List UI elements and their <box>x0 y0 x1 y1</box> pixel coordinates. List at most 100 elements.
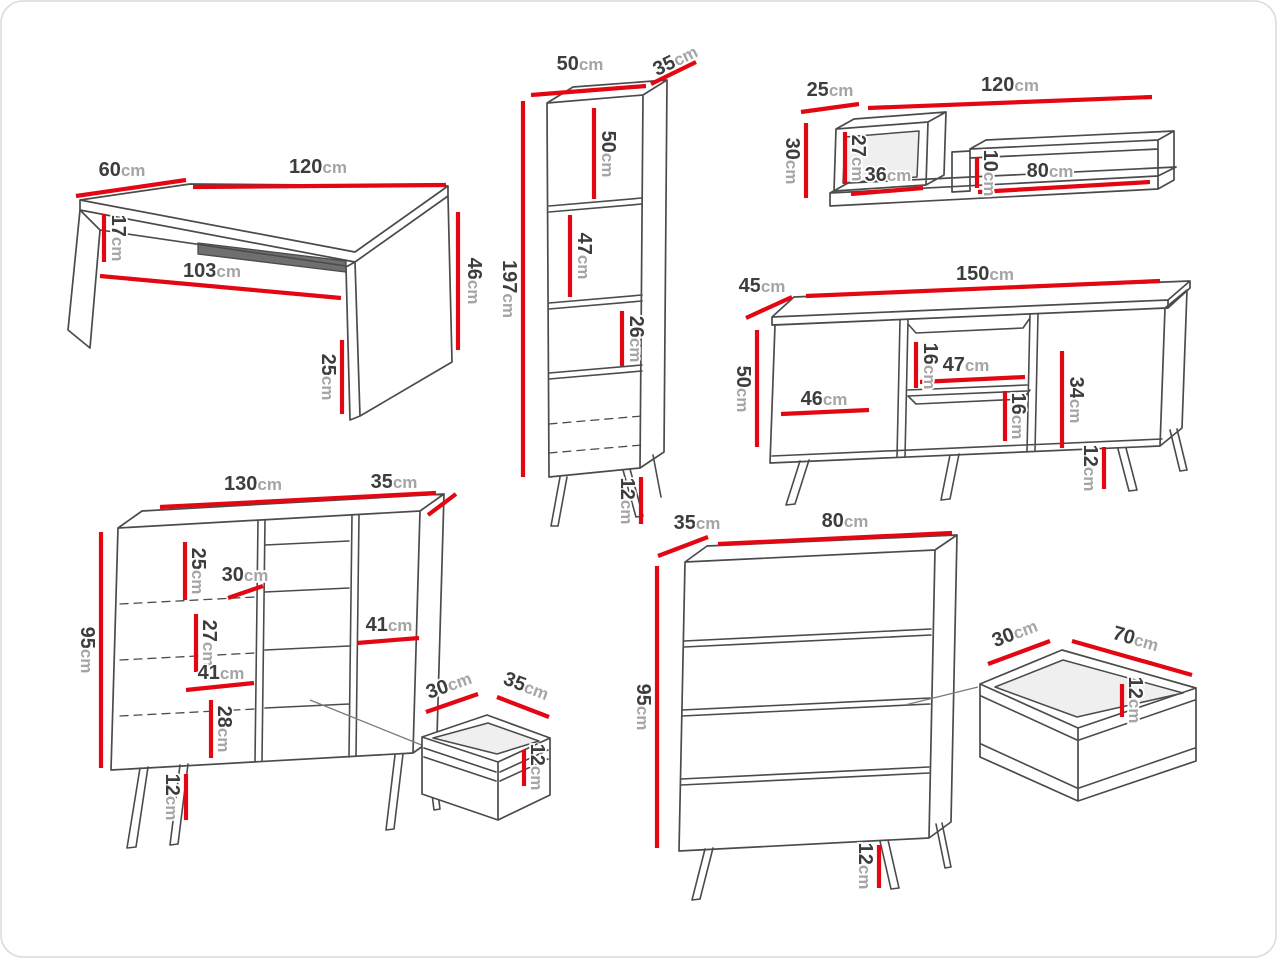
dim-unit: cm <box>244 566 269 585</box>
dim-value: 12 <box>526 744 548 766</box>
dim-value: 130 <box>224 473 257 495</box>
sideboard-drawer-callout-line <box>309 699 425 747</box>
dim-value: 197 <box>498 260 520 293</box>
desk-dim-side-height: 46cm <box>463 258 485 305</box>
sideboard: 130cm 35cm 25cm 30cm 27cm 41cm 41cm 28cm… <box>74 469 458 849</box>
dim-unit: cm <box>188 570 207 595</box>
chest-dim-height: 95cm <box>632 684 654 731</box>
tv-stand-dim-door-height: 34cm <box>1065 377 1087 424</box>
dim-value: 46 <box>463 258 485 280</box>
dim-value: 150 <box>956 263 989 285</box>
dim-unit: cm <box>527 766 546 791</box>
dim-unit: cm <box>388 616 413 635</box>
dim-unit: cm <box>1080 467 1099 492</box>
dim-unit: cm <box>199 642 218 667</box>
dim-unit: cm <box>322 158 347 177</box>
chest-labels: 35cm 80cm 95cm 12cm <box>630 508 878 891</box>
dim-value: 35 <box>674 512 696 534</box>
dim-value: 80 <box>822 510 844 532</box>
sideboard-drawer-side-lines <box>423 747 549 782</box>
dim-unit: cm <box>829 81 854 100</box>
wall-shelf-dim-depth: 25cm <box>807 79 854 101</box>
sideboard-dim-width: 130cm <box>224 473 282 495</box>
tv-stand-dim-niche-width: 47cm <box>943 354 990 376</box>
tv-stand-dim-leg-height: 12cm <box>1079 445 1101 492</box>
dim-value: 12 <box>1124 677 1146 699</box>
bookcase-dim-lower-shelf: 26cm <box>625 316 647 363</box>
dim-unit: cm <box>761 277 786 296</box>
sideboard-dim-height: 95cm <box>76 627 98 674</box>
dim-unit: cm <box>257 475 282 494</box>
bookcase-dim-width: 50cm <box>557 53 604 75</box>
dim-unit: cm <box>499 293 518 318</box>
chest-drawer-side-lines <box>980 695 1196 789</box>
tv-stand-dim-niche-lower: 16cm <box>1007 393 1029 440</box>
desk-dim-leg-height: 25cm <box>317 354 339 401</box>
dim-value: 50 <box>597 131 619 153</box>
chest-dim-depth: 35cm <box>674 512 721 534</box>
dim-value: 60 <box>99 159 121 181</box>
dim-value: 25 <box>317 354 339 376</box>
dim-value: 30 <box>222 564 244 586</box>
wall-shelf-dim-opening-height: 10cm <box>979 150 1001 197</box>
tv-stand-body <box>769 280 1191 464</box>
dim-unit: cm <box>696 514 721 533</box>
dim-unit: cm <box>855 865 874 890</box>
dim-unit: cm <box>574 255 593 280</box>
dim-value: 45 <box>739 275 761 297</box>
dim-unit: cm <box>598 153 617 178</box>
desk-dimension-lines <box>75 177 461 414</box>
dim-unit: cm <box>989 265 1014 284</box>
bookcase-hidden-shelf-lines <box>548 415 643 454</box>
dim-unit: cm <box>216 262 241 281</box>
tv-stand-dim-depth: 45cm <box>739 275 786 297</box>
dim-unit: cm <box>1008 415 1027 440</box>
dim-value: 46 <box>801 388 823 410</box>
sideboard-dim-right-section: 41cm <box>366 614 413 636</box>
chest-drawer-lines <box>680 628 952 901</box>
tv-stand-dimension-lines <box>745 278 1161 489</box>
dim-value: 16 <box>919 343 941 365</box>
chest: 35cm 80cm 95cm 12cm <box>630 508 979 901</box>
dim-unit: cm <box>108 237 127 262</box>
sideboard-dim-drawer-depth: 30cm <box>222 564 269 586</box>
dim-unit: cm <box>823 390 848 409</box>
dim-value: 25 <box>187 548 209 570</box>
dim-value: 34 <box>1065 377 1087 400</box>
wall-shelf-dim-cabinet-height: 27cm <box>847 135 869 182</box>
desk-edge-lines <box>99 229 347 267</box>
dim-value: 12 <box>854 843 876 865</box>
dim-unit: cm <box>633 706 652 731</box>
tv-stand: 45cm 150cm 50cm 16cm 47cm 46cm 16cm 34cm… <box>730 261 1191 506</box>
chest-drawer-dim-height: 12cm <box>1124 677 1146 724</box>
tv-stand-dim-width: 150cm <box>956 263 1014 285</box>
dim-value: 10 <box>979 150 1001 172</box>
dim-unit: cm <box>782 160 801 185</box>
dim-value: 120 <box>981 74 1014 96</box>
dim-value: 17 <box>107 215 129 237</box>
dim-value: 26 <box>625 316 647 338</box>
wall-shelf-dim-width: 120cm <box>981 74 1039 96</box>
dim-unit: cm <box>1066 399 1085 424</box>
tv-stand-dim-compartment-width: 46cm <box>801 388 848 410</box>
wall-shelf-dim-height: 30cm <box>781 138 803 185</box>
dim-value: 25 <box>807 79 829 101</box>
desk-labels: 60cm 120cm 17cm 103cm 46cm 25cm <box>97 154 487 402</box>
chest-dimension-lines <box>654 530 953 888</box>
bookcase: 50cm 35cm 50cm 47cm 26cm 197cm 12cm <box>496 41 703 527</box>
desk-dim-width: 120cm <box>289 156 347 178</box>
dim-unit: cm <box>920 365 939 390</box>
chest-dim-width: 80cm <box>822 510 869 532</box>
dim-value: 27 <box>198 620 220 642</box>
dim-value: 95 <box>632 684 654 706</box>
chest-drawer-dimension-lines <box>987 638 1193 717</box>
dim-unit: cm <box>965 356 990 375</box>
desk-dim-inner-width: 103cm <box>183 260 241 282</box>
book case-dim-middle-shelf: 47cm <box>573 233 595 280</box>
sideboard-dimension-lines <box>98 490 458 820</box>
dim-value: 47 <box>943 354 965 376</box>
dim-unit: cm <box>980 172 999 197</box>
dim-unit: cm <box>579 55 604 74</box>
